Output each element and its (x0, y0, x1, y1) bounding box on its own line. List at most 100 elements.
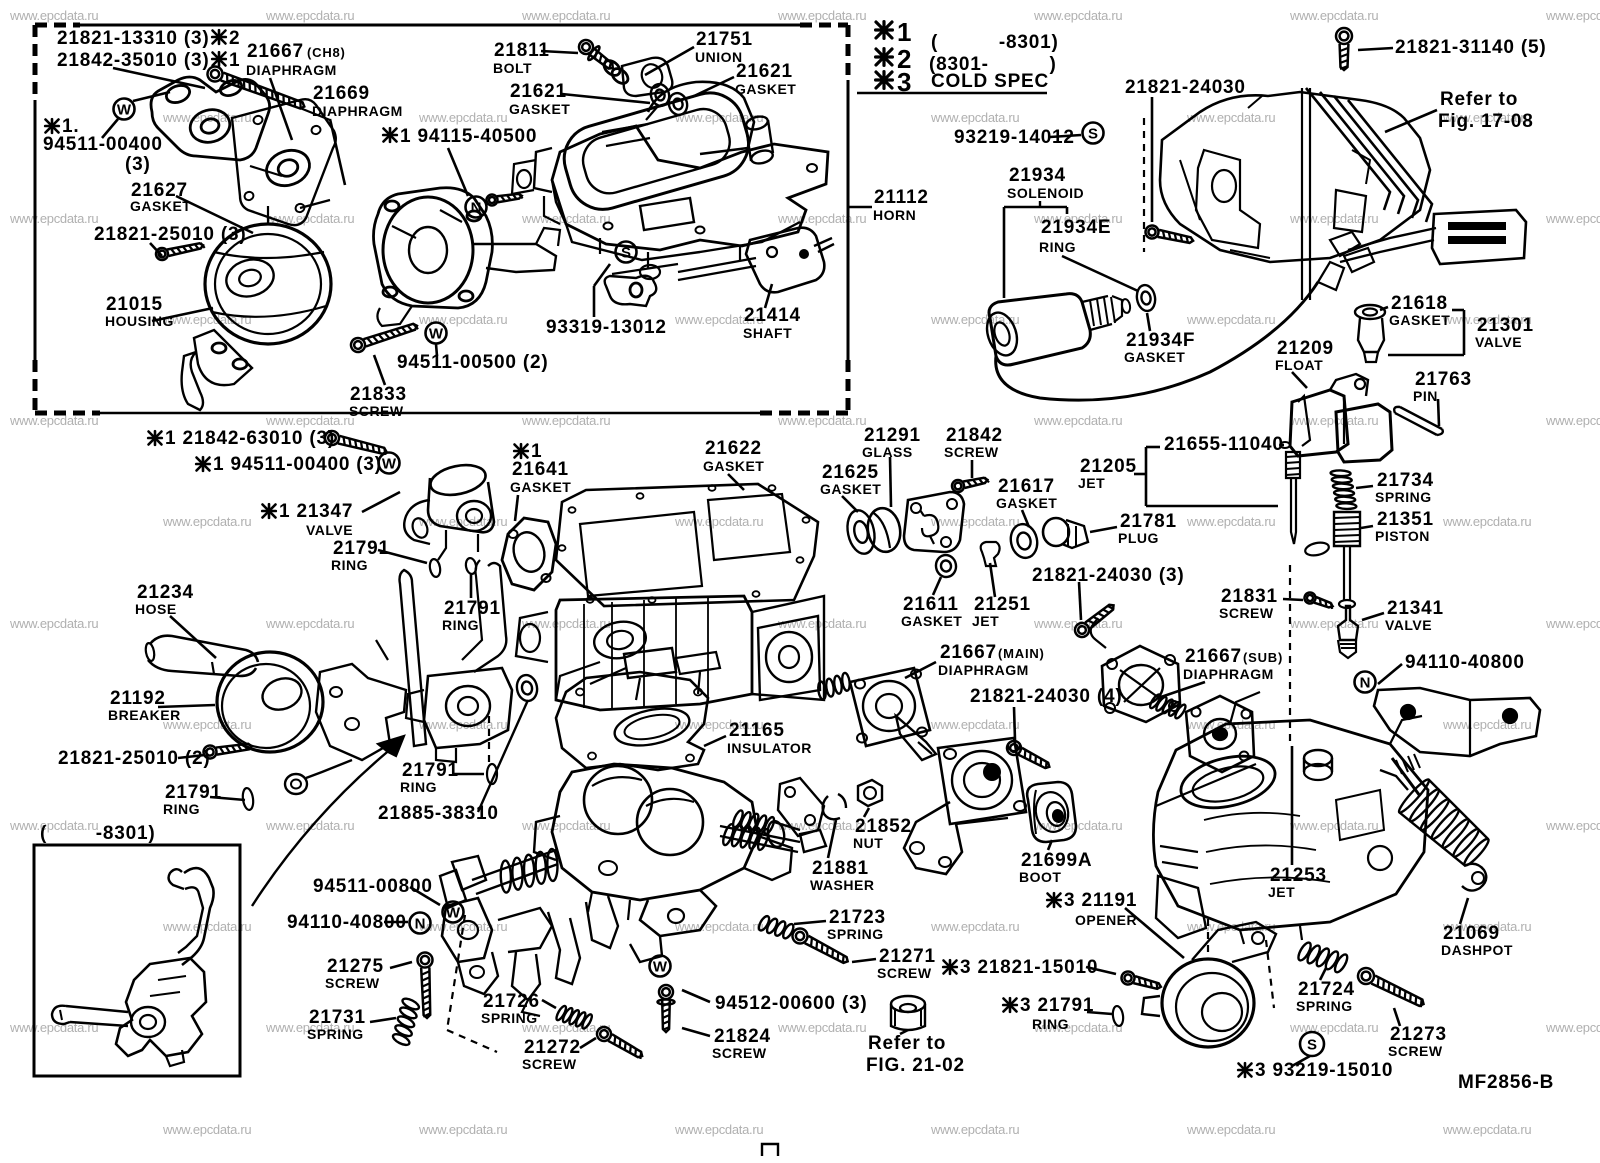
svg-text:21833: 21833 (350, 384, 407, 405)
svg-text:1 21842-63010 (3): 1 21842-63010 (3) (165, 428, 335, 449)
svg-text:94511-00400: 94511-00400 (43, 134, 163, 155)
svg-text:PIN: PIN (1413, 388, 1438, 404)
svg-text:(SUB): (SUB) (1243, 650, 1283, 665)
svg-text:VALVE: VALVE (306, 522, 353, 538)
svg-text:3 21191: 3 21191 (1064, 890, 1137, 911)
svg-text:www.epcdata.ru: www.epcdata.ru (1289, 413, 1378, 428)
svg-text:21934E: 21934E (1041, 217, 1111, 238)
svg-text:21291: 21291 (864, 425, 921, 446)
svg-text:www.epcdata.ru: www.epcdata.ru (1545, 616, 1600, 631)
svg-text:21275: 21275 (327, 956, 384, 977)
svg-text:www.epcdata.ru: www.epcdata.ru (1033, 8, 1122, 23)
svg-text:www.epcdata.ru: www.epcdata.ru (1545, 8, 1600, 23)
svg-text:GASKET: GASKET (1124, 349, 1185, 365)
svg-text:21821-25010 (2): 21821-25010 (2) (58, 748, 211, 769)
svg-text:Refer to: Refer to (1440, 89, 1518, 110)
svg-text:94110-40800: 94110-40800 (287, 912, 407, 933)
svg-text:HOUSING: HOUSING (105, 313, 174, 329)
svg-text:21699A: 21699A (1021, 850, 1092, 871)
svg-text:www.epcdata.ru: www.epcdata.ru (265, 1020, 354, 1035)
svg-text:www.epcdata.ru: www.epcdata.ru (1545, 818, 1600, 833)
svg-text:www.epcdata.ru: www.epcdata.ru (418, 1122, 507, 1137)
svg-text:VALVE: VALVE (1385, 617, 1432, 633)
svg-text:www.epcdata.ru: www.epcdata.ru (1545, 1020, 1600, 1035)
svg-text:Refer to: Refer to (868, 1033, 946, 1054)
svg-text:www.epcdata.ru: www.epcdata.ru (1186, 1122, 1275, 1137)
svg-text:21724: 21724 (1298, 979, 1355, 1000)
svg-text:www.epcdata.ru: www.epcdata.ru (930, 514, 1019, 529)
svg-text:GASKET: GASKET (509, 101, 570, 117)
svg-text:HORN: HORN (873, 207, 916, 223)
svg-text:VALVE: VALVE (1475, 334, 1522, 350)
svg-text:www.epcdata.ru: www.epcdata.ru (1289, 1020, 1378, 1035)
svg-text:94511-00500 (2): 94511-00500 (2) (397, 352, 548, 373)
svg-text:3 93219-15010: 3 93219-15010 (1255, 1060, 1393, 1081)
svg-text:SCREW: SCREW (944, 444, 999, 460)
svg-text:3 21791: 3 21791 (1020, 995, 1094, 1016)
svg-text:www.epcdata.ru: www.epcdata.ru (930, 717, 1019, 732)
svg-text:21842: 21842 (946, 425, 1003, 446)
svg-text:21618: 21618 (1391, 293, 1448, 314)
svg-text:21723: 21723 (829, 907, 886, 928)
svg-text:SCREW: SCREW (349, 403, 404, 419)
svg-text:SCREW: SCREW (1219, 605, 1274, 621)
svg-text:www.epcdata.ru: www.epcdata.ru (1033, 413, 1122, 428)
svg-text:SPRING: SPRING (481, 1010, 538, 1026)
svg-text:SCREW: SCREW (325, 975, 380, 991)
svg-text:94512-00600 (3): 94512-00600 (3) (715, 993, 868, 1014)
svg-text:UNION: UNION (695, 49, 743, 65)
svg-text:www.epcdata.ru: www.epcdata.ru (930, 1122, 1019, 1137)
svg-text:www.epcdata.ru: www.epcdata.ru (1289, 616, 1378, 631)
svg-text:21934: 21934 (1009, 165, 1066, 186)
svg-text:3 21821-15010: 3 21821-15010 (960, 957, 1098, 978)
svg-text:www.epcdata.ru: www.epcdata.ru (674, 1122, 763, 1137)
svg-text:S: S (621, 245, 631, 262)
svg-text:21253: 21253 (1270, 865, 1327, 886)
svg-text:21824: 21824 (714, 1026, 771, 1047)
svg-text:WASHER: WASHER (810, 877, 874, 893)
svg-text:21301: 21301 (1477, 315, 1534, 336)
svg-text:DIAPHRAGM: DIAPHRAGM (312, 103, 403, 119)
svg-text:SPRING: SPRING (1296, 998, 1353, 1014)
svg-text:21831: 21831 (1221, 586, 1278, 607)
svg-text:SCREW: SCREW (522, 1056, 577, 1072)
svg-text:21821-31140 (5): 21821-31140 (5) (1395, 37, 1546, 58)
svg-text:www.epcdata.ru: www.epcdata.ru (1186, 514, 1275, 529)
svg-text:www.epcdata.ru: www.epcdata.ru (162, 514, 251, 529)
svg-text:W: W (429, 326, 444, 343)
svg-text:21617: 21617 (998, 476, 1055, 497)
svg-text:21611: 21611 (903, 594, 959, 615)
svg-text:21271: 21271 (879, 946, 936, 967)
svg-text:www.epcdata.ru: www.epcdata.ru (1186, 312, 1275, 327)
svg-text:21112: 21112 (874, 187, 929, 208)
svg-text:1: 1 (531, 441, 542, 462)
svg-text:PLUG: PLUG (1118, 530, 1159, 546)
svg-text:3: 3 (897, 67, 912, 97)
svg-text:93319-13012: 93319-13012 (546, 317, 667, 338)
svg-text:21272: 21272 (524, 1037, 581, 1058)
svg-text:21667: 21667 (1185, 646, 1242, 667)
svg-text:HOSE: HOSE (135, 601, 177, 617)
svg-text:www.epcdata.ru: www.epcdata.ru (1442, 110, 1531, 125)
svg-text:RING: RING (331, 557, 368, 573)
svg-text:21791: 21791 (333, 538, 390, 559)
svg-text:www.epcdata.ru: www.epcdata.ru (418, 110, 507, 125)
svg-text:www.epcdata.ru: www.epcdata.ru (9, 413, 98, 428)
svg-text:1 94511-00400 (3): 1 94511-00400 (3) (213, 454, 382, 475)
svg-text:www.epcdata.ru: www.epcdata.ru (777, 1020, 866, 1035)
svg-text:RING: RING (442, 617, 479, 633)
svg-text:SPRING: SPRING (307, 1026, 364, 1042)
svg-text:21731: 21731 (309, 1007, 366, 1028)
svg-text:www.epcdata.ru: www.epcdata.ru (9, 8, 98, 23)
svg-text:RING: RING (1039, 239, 1076, 255)
svg-text:21341: 21341 (1387, 598, 1444, 619)
svg-text:www.epcdata.ru: www.epcdata.ru (1289, 8, 1378, 23)
svg-text:www.epcdata.ru: www.epcdata.ru (265, 616, 354, 631)
svg-text:www.epcdata.ru: www.epcdata.ru (930, 110, 1019, 125)
svg-text:BREAKER: BREAKER (108, 707, 181, 723)
svg-text:GASKET: GASKET (510, 479, 571, 495)
svg-text:www.epcdata.ru: www.epcdata.ru (1545, 211, 1600, 226)
svg-text:1: 1 (229, 50, 240, 71)
svg-text:www.epcdata.ru: www.epcdata.ru (265, 211, 354, 226)
svg-text:(MAIN): (MAIN) (998, 646, 1045, 661)
